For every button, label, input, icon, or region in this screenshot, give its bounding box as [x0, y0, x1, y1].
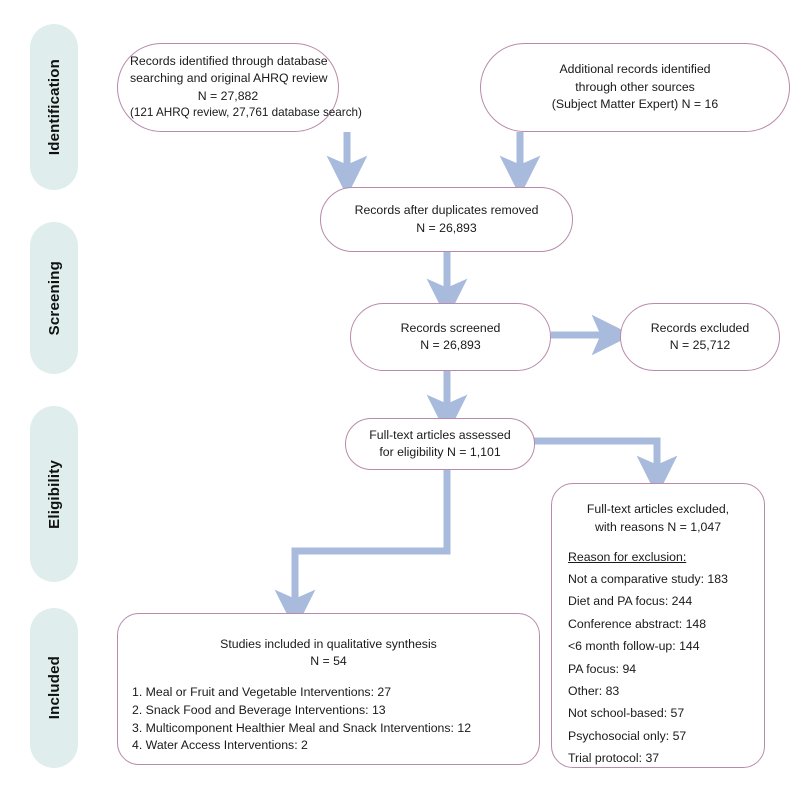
box-records-screened: Records screened N = 26,893	[350, 303, 551, 371]
box-studies-included: Studies included in qualitative synthesi…	[117, 613, 540, 765]
exclusion-reason-list: Reason for exclusion: Not a comparative …	[552, 546, 764, 770]
fulltext-assessed-text: Full-text articles assessed for eligibil…	[369, 427, 511, 459]
list-item: Psychosocial only: 57	[568, 728, 687, 743]
list-item: Not a comparative study: 183	[568, 572, 728, 587]
list-item: Conference abstract: 148	[568, 616, 707, 631]
list-item: 3. Multicomponent Healthier Meal and Sna…	[132, 720, 472, 735]
list-item: 2. Snack Food and Beverage Interventions…	[132, 702, 386, 717]
list-item: Diet and PA focus: 244	[568, 594, 693, 609]
box-duplicates-removed: Records after duplicates removed N = 26,…	[320, 187, 573, 252]
records-identified-text: Records identified through database sear…	[130, 54, 362, 120]
records-screened-text: Records screened N = 26,893	[400, 320, 501, 352]
list-item: Not school-based: 57	[568, 706, 685, 721]
fulltext-excluded-heading: Full-text articles excluded, with reason…	[586, 502, 730, 534]
list-item: Trial protocol: 37	[568, 751, 660, 766]
records-excluded-text: Records excluded N = 25,712	[650, 320, 750, 352]
list-item: PA focus: 94	[568, 661, 637, 676]
box-records-excluded: Records excluded N = 25,712	[620, 303, 780, 371]
list-item: 4. Water Access Interventions: 2	[132, 738, 308, 753]
stage-pill-identification: Identification	[30, 24, 78, 190]
duplicates-removed-text: Records after duplicates removed N = 26,…	[354, 203, 539, 235]
arrow-fulltext-to-included	[274, 467, 451, 631]
list-item: 1. Meal or Fruit and Vegetable Intervent…	[132, 684, 392, 699]
box-fulltext-excluded: Full-text articles excluded, with reason…	[551, 483, 765, 768]
box-fulltext-assessed: Full-text articles assessed for eligibil…	[345, 418, 535, 470]
stage-pill-eligibility: Eligibility	[30, 406, 78, 582]
additional-records-text: Additional records identified through ot…	[551, 62, 719, 112]
list-item: Other: 83	[568, 683, 620, 698]
arrow-fulltext-to-excluded	[531, 437, 678, 497]
included-category-list: 1. Meal or Fruit and Vegetable Intervent…	[118, 684, 539, 755]
stage-pill-screening: Screening	[30, 222, 78, 374]
box-additional-records: Additional records identified through ot…	[480, 43, 790, 132]
exclusion-reason-heading: Reason for exclusion:	[568, 549, 687, 564]
studies-included-heading: Studies included in qualitative synthesi…	[220, 637, 437, 669]
list-item: <6 month follow-up: 144	[568, 639, 700, 654]
stage-pill-included: Included	[30, 608, 78, 768]
box-records-identified: Records identified through database sear…	[117, 43, 362, 132]
